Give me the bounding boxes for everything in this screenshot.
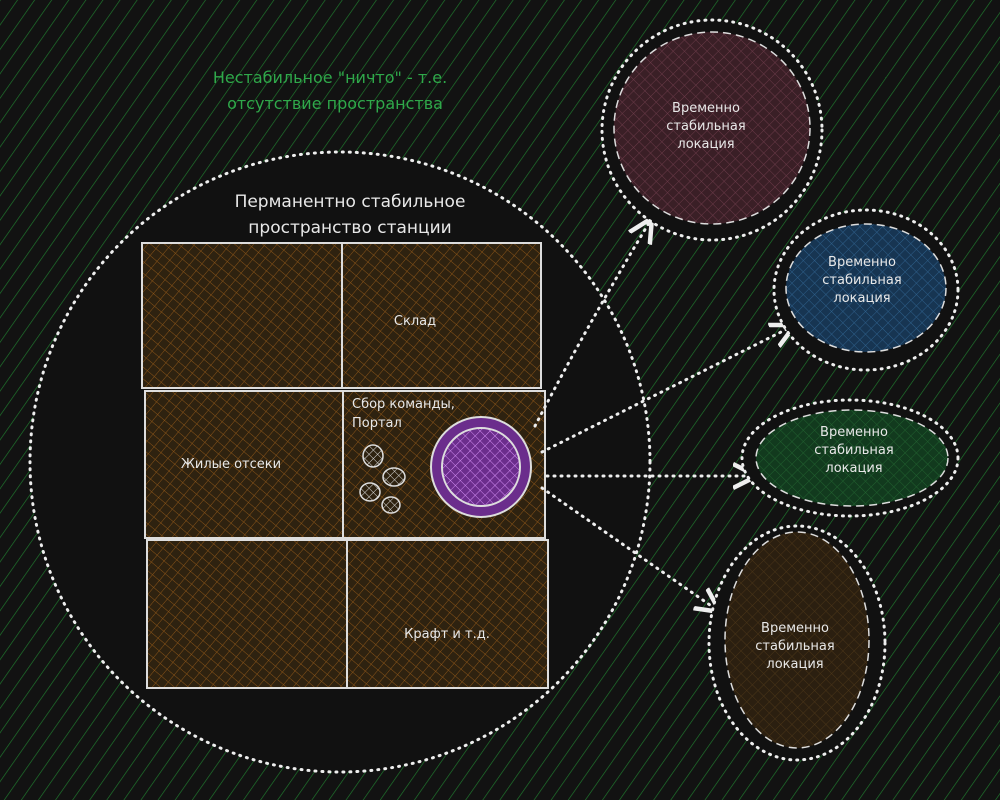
room-storage-label: Склад: [394, 314, 436, 329]
room-craft[interactable]: [346, 539, 549, 689]
room-living[interactable]: [144, 390, 344, 539]
location-4-line2: стабильная: [755, 639, 834, 654]
arrow-to-location-1: [533, 218, 652, 428]
room-living-label: Жилые отсеки: [181, 457, 281, 472]
room-craft-label: Крафт и т.д.: [404, 627, 490, 642]
room-storage[interactable]: [341, 242, 542, 389]
location-3[interactable]: Временно стабильная локация: [740, 398, 960, 518]
room-portal-label-line1: Сбор команды,: [352, 397, 455, 412]
location-2-line3: локация: [833, 291, 890, 306]
location-3-line1: Временно: [820, 425, 888, 440]
portal-core: [441, 427, 521, 507]
location-3-line3: локация: [825, 461, 882, 476]
room-portal-label-line2: Портал: [352, 416, 402, 431]
station-title-line2: пространство станции: [248, 218, 451, 238]
location-2-line1: Временно: [828, 255, 896, 270]
location-4-line3: локация: [766, 657, 823, 672]
room-5[interactable]: [146, 539, 348, 689]
room-1[interactable]: [141, 242, 343, 389]
location-1-line1: Временно: [672, 101, 740, 116]
location-1[interactable]: Временно стабильная локация: [600, 18, 824, 242]
arrow-to-location-2: [540, 325, 795, 454]
location-4[interactable]: Временно стабильная локация: [707, 524, 887, 762]
location-1-line2: стабильная: [666, 119, 745, 134]
void-title-line2: отсутствие пространства: [227, 94, 443, 113]
void-title-line1: Нестабильное "ничто" - т.е.: [213, 68, 447, 87]
station-title-line1: Перманентно стабильное: [235, 192, 466, 212]
location-1-line3: локация: [677, 137, 734, 152]
location-2-line2: стабильная: [822, 273, 901, 288]
location-2[interactable]: Временно стабильная локация: [772, 208, 960, 372]
arrow-to-location-4: [540, 486, 720, 612]
location-4-line1: Временно: [761, 621, 829, 636]
crew-markers: [359, 444, 406, 514]
location-3-line2: стабильная: [814, 443, 893, 458]
